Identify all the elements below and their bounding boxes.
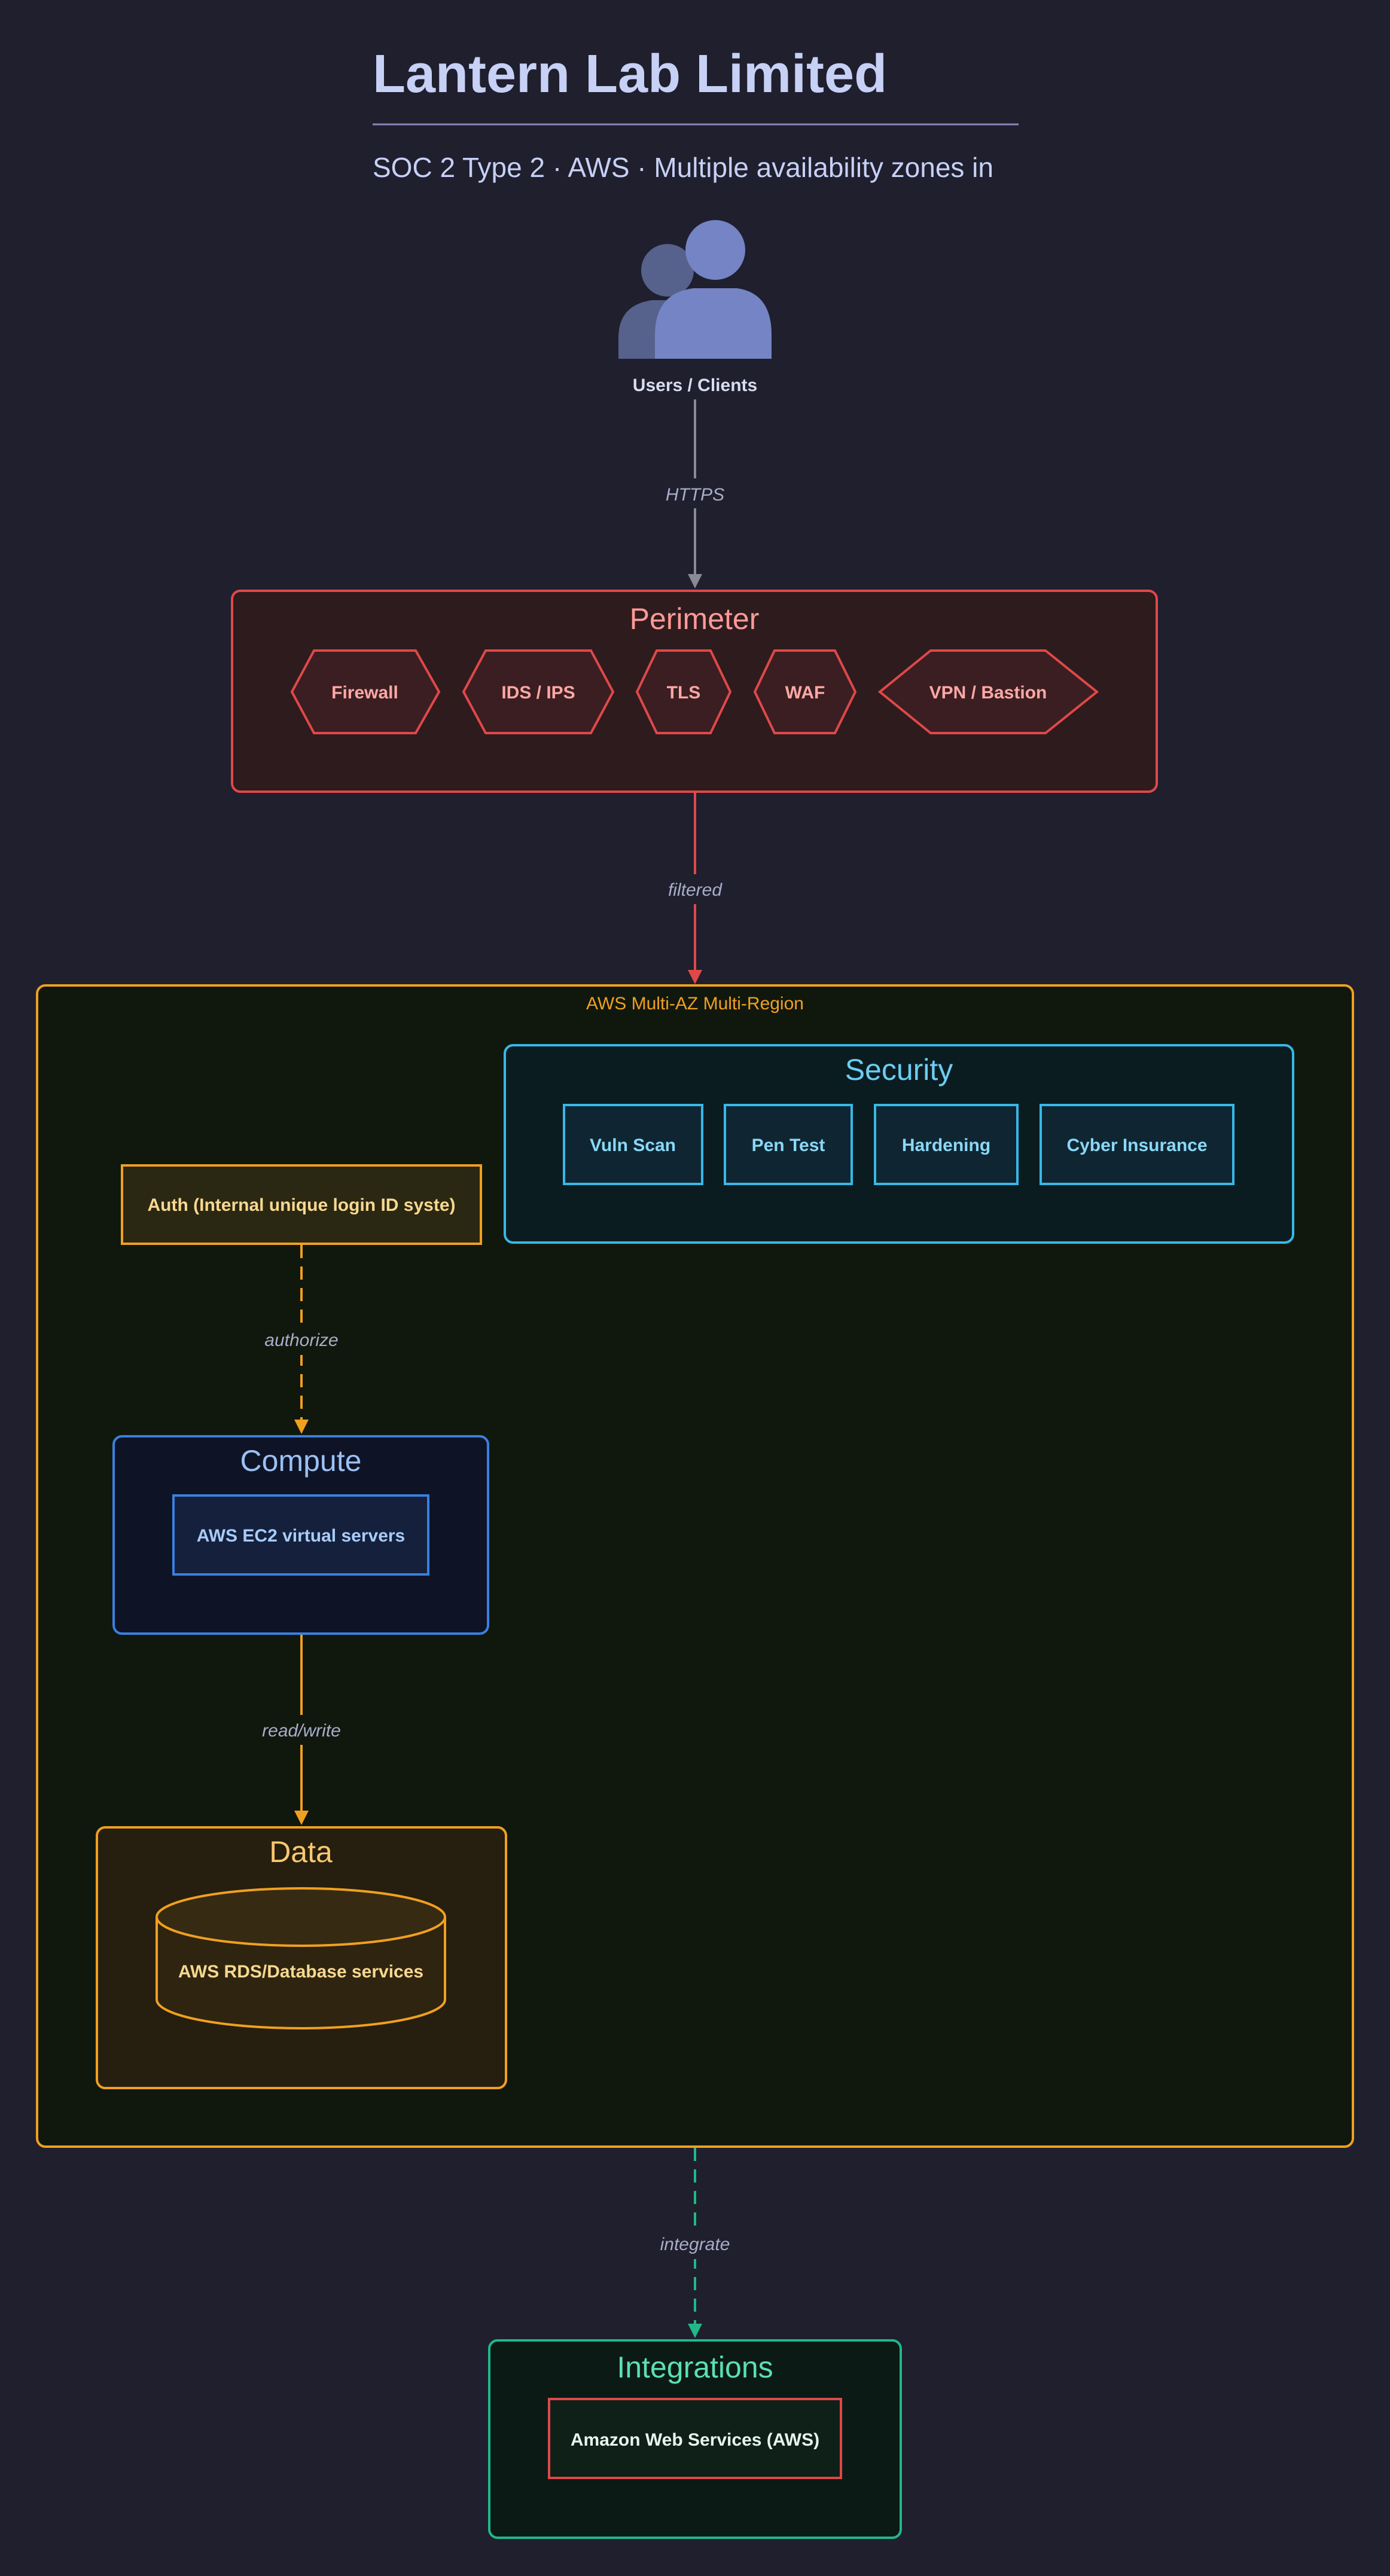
svg-text:AWS EC2 virtual servers: AWS EC2 virtual servers	[197, 1526, 406, 1546]
database-cylinder-icon: AWS RDS/Database services	[156, 1887, 446, 2029]
svg-text:Firewall: Firewall	[331, 683, 398, 703]
security-item-vuln-scan: Vuln Scan	[563, 1104, 703, 1185]
auth-node: Auth (Internal unique login ID syste)	[121, 1164, 482, 1245]
svg-text:IDS / IPS: IDS / IPS	[501, 683, 575, 703]
svg-text:TLS: TLS	[667, 683, 701, 703]
integrations-title: Integrations	[617, 2351, 773, 2384]
security-item-cyber-insurance: Cyber Insurance	[1040, 1104, 1234, 1185]
security-item-hardening: Hardening	[874, 1104, 1019, 1185]
perimeter-zone: Perimeter Firewall IDS / IPS TLS WAF VPN…	[231, 590, 1158, 793]
edge-label-read-write: read/write	[262, 1721, 341, 1741]
users-label: Users / Clients	[633, 376, 757, 395]
security-group: Security Vuln Scan Pen Test Hardening Cy…	[504, 1044, 1294, 1244]
aws-cloud-label: AWS Multi-AZ Multi-Region	[586, 994, 804, 1014]
security-title: Security	[845, 1053, 953, 1086]
edge-label-authorize: authorize	[264, 1330, 338, 1350]
perimeter-item-waf: WAF	[753, 649, 857, 734]
page-subtitle: SOC 2 Type 2 · AWS · Multiple availabili…	[373, 152, 993, 183]
integration-item-aws: Amazon Web Services (AWS)	[548, 2398, 842, 2479]
data-title: Data	[269, 1835, 333, 1869]
security-item-pen-test: Pen Test	[724, 1104, 853, 1185]
svg-text:Cyber Insurance: Cyber Insurance	[1066, 1136, 1207, 1155]
perimeter-item-ids-ips: IDS / IPS	[462, 649, 615, 734]
database-label: AWS RDS/Database services	[178, 1962, 423, 1982]
svg-text:VPN / Bastion: VPN / Bastion	[929, 683, 1047, 703]
page-title: Lantern Lab Limited	[373, 44, 887, 104]
perimeter-item-tls: TLS	[635, 649, 732, 734]
users-icon	[618, 220, 772, 359]
svg-text:Vuln Scan: Vuln Scan	[590, 1136, 676, 1155]
perimeter-item-firewall: Firewall	[290, 649, 441, 734]
svg-text:Hardening: Hardening	[902, 1136, 990, 1155]
svg-text:Amazon Web Services (AWS): Amazon Web Services (AWS)	[571, 2430, 819, 2450]
edge-label-integrate: integrate	[660, 2235, 730, 2254]
edge-label-https: HTTPS	[666, 485, 724, 505]
edge-label-filtered: filtered	[668, 880, 723, 900]
perimeter-item-vpn-bastion: VPN / Bastion	[877, 649, 1099, 734]
svg-text:WAF: WAF	[785, 683, 825, 703]
compute-group: Compute AWS EC2 virtual servers	[112, 1435, 489, 1635]
perimeter-title: Perimeter	[630, 602, 760, 636]
data-group: Data AWS RDS/Database services	[96, 1826, 507, 2089]
compute-item-ec2: AWS EC2 virtual servers	[172, 1494, 429, 1576]
integrations-group: Integrations Amazon Web Services (AWS)	[488, 2339, 902, 2539]
auth-label: Auth (Internal unique login ID syste)	[147, 1195, 455, 1215]
svg-text:Pen Test: Pen Test	[752, 1136, 825, 1155]
compute-title: Compute	[240, 1444, 362, 1478]
